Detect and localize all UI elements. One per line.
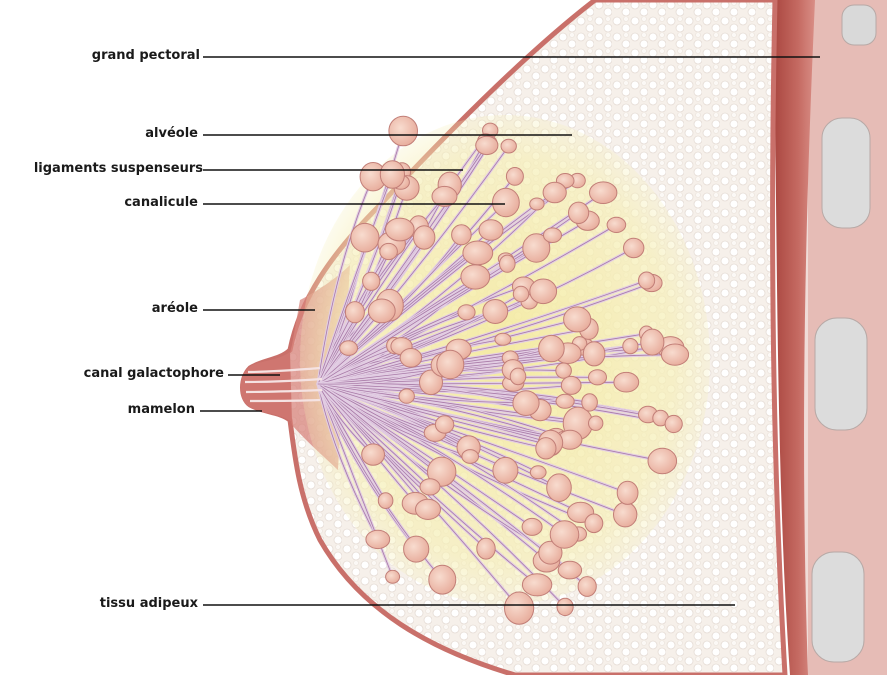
lobule	[462, 450, 479, 464]
lobule	[404, 536, 429, 562]
lobule	[617, 481, 638, 504]
lobule	[380, 243, 398, 259]
lobule	[437, 350, 464, 378]
duct-line	[250, 400, 320, 401]
lobule	[530, 466, 546, 479]
lobule	[495, 333, 511, 345]
lobule	[544, 228, 562, 243]
label-areole: aréole	[152, 301, 198, 317]
lobule	[458, 305, 475, 320]
lobule	[557, 598, 573, 615]
lobule	[386, 218, 415, 241]
label-grand-pectoral: grand pectoral	[92, 48, 200, 64]
lobule	[522, 518, 542, 535]
lobule	[340, 341, 358, 356]
lobule	[547, 474, 572, 502]
rib	[812, 552, 864, 662]
lobule	[389, 116, 418, 146]
lobule	[582, 394, 598, 411]
lobule	[639, 272, 655, 289]
lobule	[623, 339, 638, 354]
lobule	[564, 307, 591, 332]
label-canalicule: canalicule	[124, 195, 198, 211]
rib	[815, 318, 867, 430]
label-tissu-adipeux: tissu adipeux	[100, 596, 198, 612]
lobule	[463, 241, 493, 265]
lobule	[378, 493, 393, 509]
lobule	[661, 344, 688, 365]
lobule	[477, 538, 495, 559]
lobule	[362, 444, 385, 465]
lobule	[558, 561, 581, 579]
lobule	[648, 448, 677, 474]
lobule	[641, 329, 664, 355]
lobule	[585, 514, 603, 533]
lobule	[624, 238, 644, 257]
lobule	[351, 223, 379, 252]
lobule	[530, 279, 557, 304]
lobule	[530, 198, 544, 210]
lobule	[363, 272, 380, 290]
lobule	[522, 574, 551, 596]
lobule	[483, 300, 508, 324]
lobule	[665, 415, 682, 432]
lobule	[368, 299, 395, 323]
label-ligaments-suspenseurs: ligaments suspenseurs	[34, 161, 203, 177]
lobule	[614, 372, 639, 392]
lobule	[461, 265, 490, 289]
lobule	[493, 457, 518, 483]
lobule	[501, 139, 516, 153]
lobule	[569, 202, 589, 223]
lobule	[493, 188, 520, 216]
lobule	[420, 479, 440, 495]
lobule	[578, 577, 596, 597]
lobule	[400, 349, 422, 368]
lobule	[607, 217, 626, 232]
lobule	[414, 226, 435, 249]
lobule	[539, 335, 565, 361]
lobule	[550, 521, 579, 548]
lobule	[589, 416, 603, 430]
lobule	[452, 225, 472, 245]
lobule	[561, 376, 581, 394]
lobule	[345, 302, 364, 323]
lobule	[416, 499, 441, 519]
lobule	[366, 530, 390, 548]
lobule	[543, 182, 566, 203]
lobule	[380, 161, 404, 189]
lobule	[614, 502, 637, 527]
lobule	[506, 168, 523, 186]
lobule	[435, 416, 453, 433]
lobule	[590, 182, 617, 204]
label-mamelon: mamelon	[128, 402, 195, 418]
lobule	[479, 220, 503, 240]
lobule	[583, 342, 605, 366]
lobule	[589, 370, 607, 385]
lobule	[504, 592, 533, 624]
label-canal-galactophore: canal galactophore	[84, 366, 224, 382]
lobule	[556, 394, 574, 408]
lobule	[429, 565, 456, 594]
lobule	[476, 136, 498, 154]
lobule	[386, 570, 400, 583]
rib	[822, 118, 870, 228]
rib	[842, 5, 876, 45]
lobule	[510, 368, 526, 385]
lobule	[513, 286, 528, 301]
lobule	[513, 391, 539, 416]
lobule	[500, 255, 516, 272]
label-alveole: alvéole	[145, 126, 198, 142]
lobule	[399, 389, 414, 403]
lobule	[556, 363, 572, 378]
lobule	[536, 438, 556, 459]
